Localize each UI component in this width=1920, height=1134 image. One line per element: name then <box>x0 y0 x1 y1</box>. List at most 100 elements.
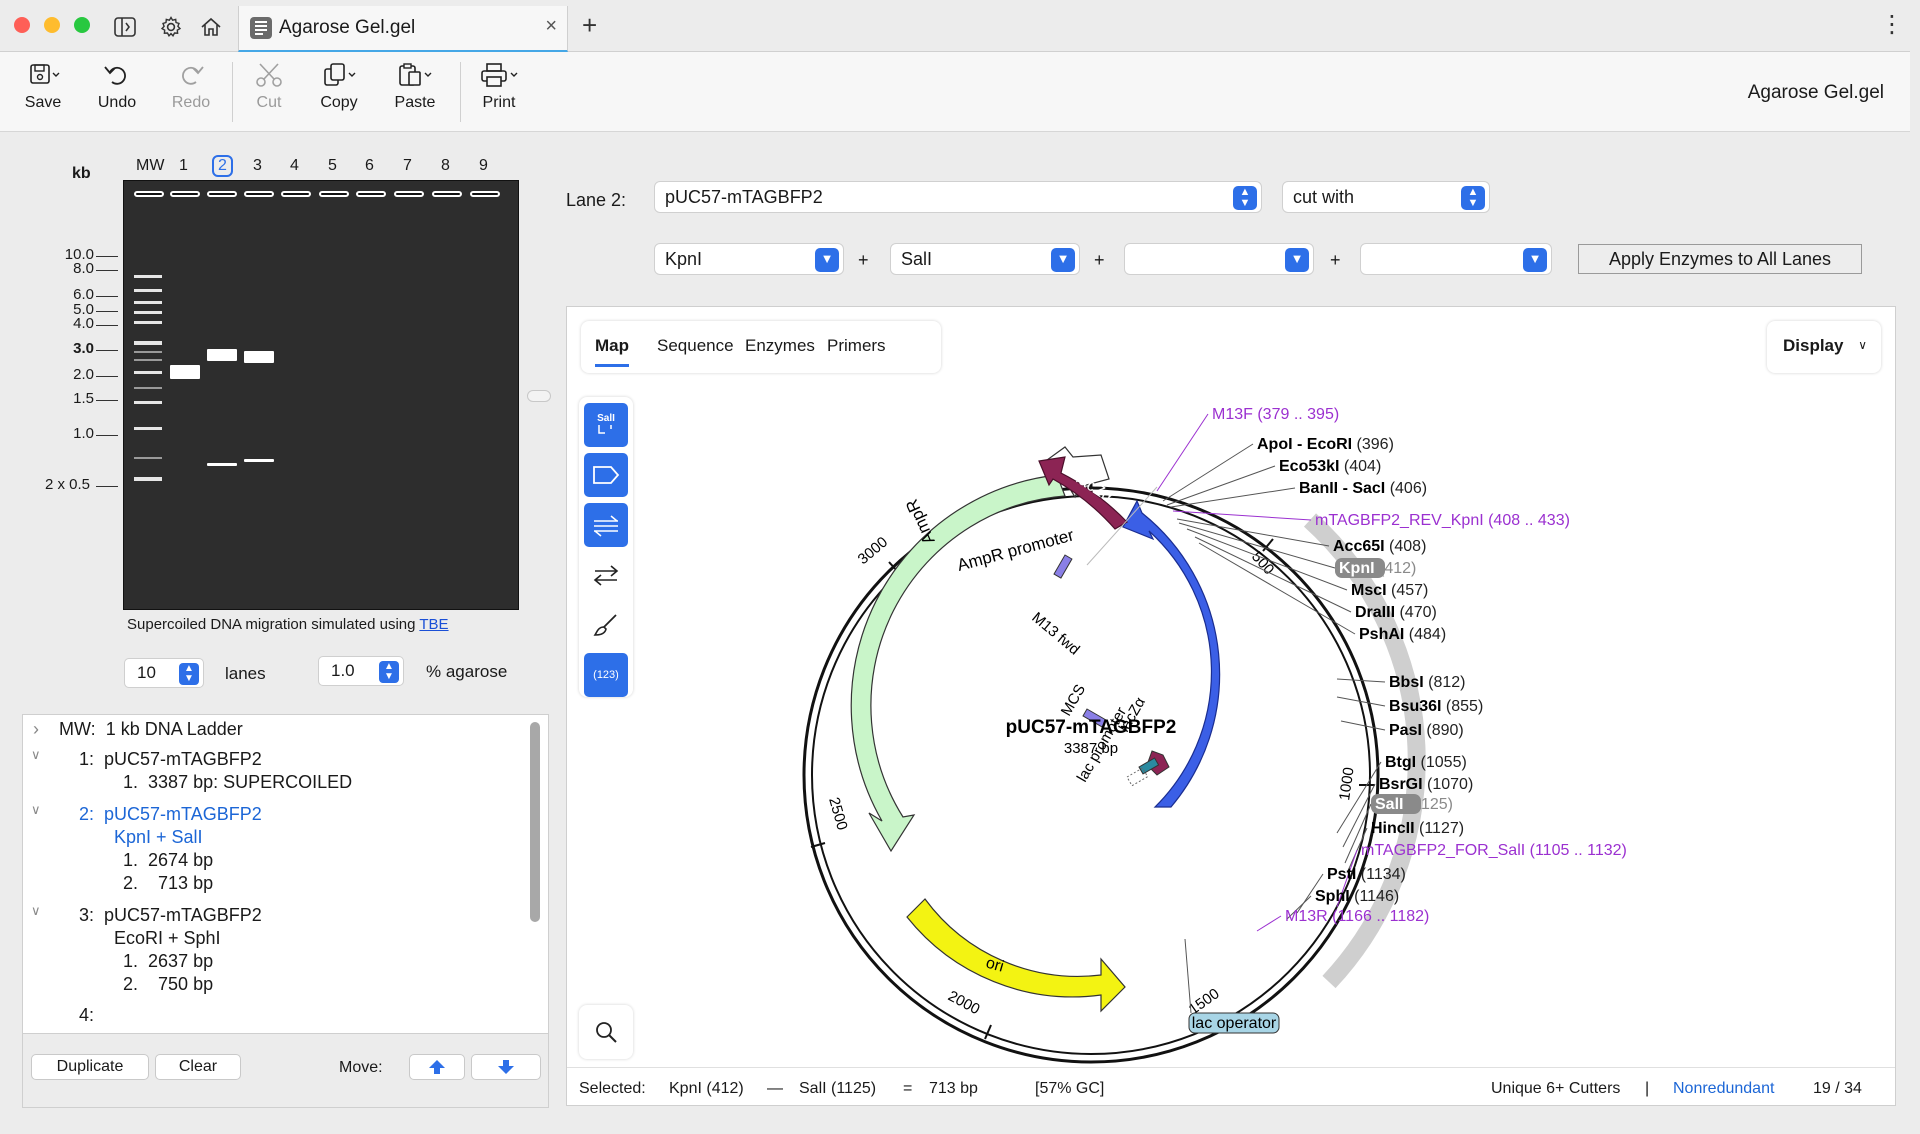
minimize-window-button[interactable] <box>44 17 60 33</box>
lane-header-mw[interactable]: MW <box>136 157 165 174</box>
site-label[interactable]: MscI (457) <box>1351 582 1428 599</box>
stepper-arrows-icon[interactable]: ▲▼ <box>179 663 199 685</box>
close-window-button[interactable] <box>14 17 30 33</box>
feature-tool[interactable] <box>584 453 628 497</box>
list-item[interactable]: MW: 1 kb DNA Ladder <box>59 719 243 739</box>
site-label[interactable]: SalI (1125) <box>1375 796 1453 813</box>
enzyme-2-select[interactable]: SalI ▼ <box>890 243 1080 275</box>
tab-sequence[interactable]: Sequence <box>657 336 734 355</box>
lane-header-9[interactable]: 9 <box>479 157 488 174</box>
dna-band[interactable] <box>244 351 274 363</box>
lane-list-scrollbar[interactable] <box>530 722 540 922</box>
stepper-arrows-icon[interactable]: ▲▼ <box>379 661 399 683</box>
lane-3-fragment[interactable]: 1. 2637 bp <box>123 951 214 971</box>
m13-fwd-feature[interactable] <box>1053 554 1073 579</box>
enzyme-1-select[interactable]: KpnI ▼ <box>654 243 844 275</box>
gear-icon[interactable] <box>156 12 186 42</box>
lane-3-header[interactable]: 3: pUC57-mTAGBFP2 <box>79 905 262 925</box>
numbers-tool[interactable]: (123) <box>584 653 628 697</box>
site-label[interactable]: Acc65I (408) <box>1333 538 1426 555</box>
collapse-chevron-icon[interactable]: ∨ <box>31 903 41 918</box>
site-label[interactable]: M13R (1166 .. 1182) <box>1285 908 1429 925</box>
lac-operator-badge[interactable] <box>1188 1012 1280 1034</box>
ori-feature[interactable] <box>906 898 1126 1013</box>
site-label[interactable]: M13F (379 .. 395) <box>1212 406 1339 423</box>
tab-enzymes[interactable]: Enzymes <box>745 336 815 355</box>
site-label[interactable]: PstI (1134) <box>1327 866 1406 883</box>
lane-1-fragment[interactable]: 1. 3387 bp: SUPERCOILED <box>123 772 353 792</box>
tab-map[interactable]: Map <box>595 336 629 367</box>
document-tab[interactable]: Agarose Gel.gel × <box>238 6 568 52</box>
site-label[interactable]: Bsu36I (855) <box>1389 698 1483 715</box>
dna-band[interactable] <box>207 463 237 466</box>
action-select[interactable]: cut with ▲▼ <box>1282 181 1490 213</box>
print-button[interactable]: Print <box>466 62 532 126</box>
enzyme-3-select[interactable]: ▼ <box>1124 243 1314 275</box>
site-label[interactable]: PshAI (484) <box>1359 626 1446 643</box>
more-menu-icon[interactable]: ⋮ <box>1880 11 1904 38</box>
lane-header-7[interactable]: 7 <box>403 157 412 174</box>
lane-header-8[interactable]: 8 <box>441 157 450 174</box>
dna-band[interactable] <box>170 365 200 379</box>
selected-site-badge[interactable] <box>1335 558 1385 578</box>
selected-site-badge[interactable] <box>1371 794 1421 814</box>
site-label[interactable]: Eco53kI (404) <box>1279 458 1381 475</box>
lane-4-header[interactable]: 4: <box>79 1005 95 1025</box>
enzyme-4-select[interactable]: ▼ <box>1360 243 1552 275</box>
site-label[interactable]: BbsI (812) <box>1389 674 1465 691</box>
site-label[interactable]: mTAGBFP2_REV_KpnI (408 .. 433) <box>1315 512 1570 529</box>
lane-list[interactable]: › MW: 1 kb DNA Ladder ∨ 1: pUC57-mTAGBFP… <box>22 714 549 1034</box>
apply-enzymes-button[interactable]: Apply Enzymes to All Lanes <box>1578 244 1862 274</box>
duplicate-button[interactable]: Duplicate <box>31 1054 149 1080</box>
sidebar-toggle-icon[interactable] <box>110 12 140 42</box>
expand-chevron-icon[interactable]: › <box>33 719 39 739</box>
lane-2-fragment[interactable]: 1. 2674 bp <box>123 850 214 870</box>
orf-tool[interactable] <box>584 553 628 597</box>
lane-3-fragment[interactable]: 2. 750 bp <box>123 974 214 994</box>
dna-band[interactable] <box>207 349 237 361</box>
lac-promoter-feature[interactable] <box>1126 767 1149 787</box>
agarose-stepper[interactable]: 1.0 ▲▼ <box>318 656 404 686</box>
new-tab-button[interactable]: + <box>582 10 598 40</box>
site-label[interactable]: SphI (1146) <box>1315 888 1399 905</box>
enzyme-filter[interactable]: Unique 6+ Cutters <box>1491 1080 1621 1097</box>
lane-1-header[interactable]: 1: pUC57-mTAGBFP2 <box>79 749 262 769</box>
collapse-chevron-icon[interactable]: ∨ <box>31 747 41 762</box>
lanes-stepper[interactable]: 10 ▲▼ <box>124 658 204 688</box>
tab-primers[interactable]: Primers <box>827 336 886 355</box>
sequence-select[interactable]: pUC57-mTAGBFP2 ▲▼ <box>654 181 1262 213</box>
collapse-chevron-icon[interactable]: ∨ <box>31 802 41 817</box>
home-icon[interactable] <box>196 12 226 42</box>
lane-header-6[interactable]: 6 <box>365 157 374 174</box>
site-label[interactable]: BanII - SacI (406) <box>1299 480 1427 497</box>
move-down-button[interactable] <box>471 1054 541 1080</box>
maximize-window-button[interactable] <box>74 17 90 33</box>
brush-tool[interactable] <box>584 603 628 647</box>
nonredundant-toggle[interactable]: Nonredundant <box>1673 1080 1775 1097</box>
paste-button[interactable]: Paste <box>382 62 448 126</box>
save-button[interactable]: Save <box>10 62 76 126</box>
mcs-feature[interactable] <box>1082 708 1107 728</box>
lane-2-fragment[interactable]: 2. 713 bp <box>123 873 214 893</box>
close-tab-icon[interactable]: × <box>545 15 557 37</box>
undo-button[interactable]: Undo <box>84 62 150 126</box>
cut-button[interactable]: Cut <box>236 62 302 126</box>
lane-header-5[interactable]: 5 <box>328 157 337 174</box>
dna-band[interactable] <box>244 459 274 462</box>
site-label[interactable]: DraIII (470) <box>1355 604 1437 621</box>
redo-button[interactable]: Redo <box>158 62 224 126</box>
lane-header-4[interactable]: 4 <box>290 157 299 174</box>
site-label[interactable]: mTAGBFP2_FOR_SalI (1105 .. 1132) <box>1361 842 1627 859</box>
mtagbfp2-feature[interactable] <box>1122 499 1221 808</box>
move-up-button[interactable] <box>409 1054 465 1080</box>
clear-button[interactable]: Clear <box>155 1054 241 1080</box>
lacza-top-feature[interactable] <box>1038 456 1128 530</box>
lane-2-header[interactable]: 2: pUC57-mTAGBFP2 <box>79 804 262 824</box>
display-menu-button[interactable]: Display ∨ <box>1767 321 1881 373</box>
buffer-link[interactable]: TBE <box>419 616 449 633</box>
site-label[interactable]: HincII (1127) <box>1371 820 1464 837</box>
gel-splitter-handle[interactable] <box>527 390 551 402</box>
copy-button[interactable]: Copy <box>306 62 372 126</box>
lane-header-3[interactable]: 3 <box>253 157 262 174</box>
site-label[interactable]: BtgI (1055) <box>1385 754 1467 771</box>
